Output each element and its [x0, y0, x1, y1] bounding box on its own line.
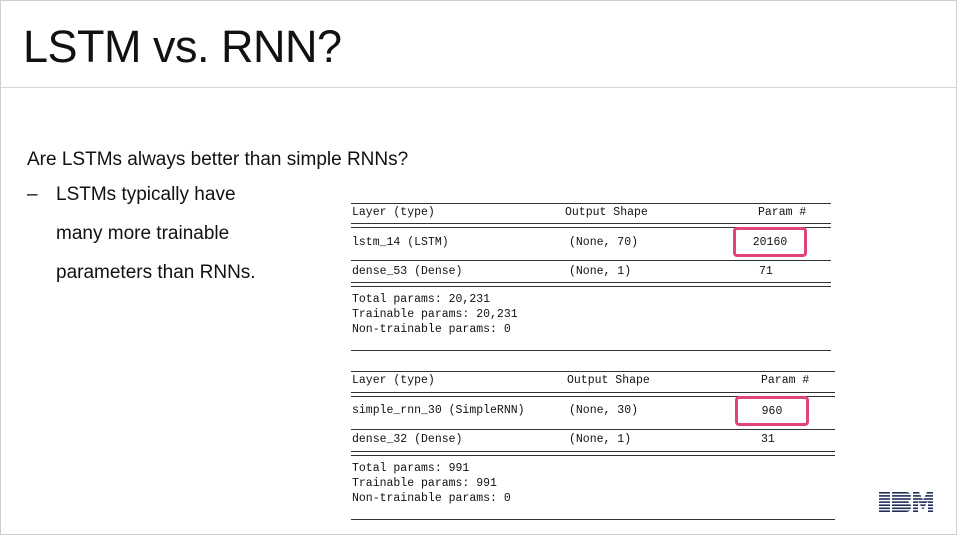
row-separator [351, 429, 835, 430]
summary-body-rule [351, 282, 831, 287]
question-text: Are LSTMs always better than simple RNNs… [27, 149, 409, 170]
row-output-shape: (None, 1) [569, 265, 632, 278]
slide-title: LSTM vs. RNN? [23, 21, 342, 72]
summary-body-rule [351, 451, 835, 456]
row-layer-name: dense_32 (Dense) [352, 433, 463, 446]
row-output-shape: (None, 70) [569, 236, 639, 249]
header-param-count: Param # [758, 206, 807, 219]
summary-top-rule [351, 371, 835, 372]
header-output-shape: Output Shape [567, 374, 650, 387]
summary-header-rule [351, 392, 835, 397]
highlight-box-lstm-params: 20160 [733, 227, 807, 257]
bullet-line-3: parameters than RNNs. [56, 262, 256, 283]
header-layer-type: Layer (type) [352, 206, 435, 219]
header-layer-type: Layer (type) [352, 374, 435, 387]
row-output-shape: (None, 30) [569, 404, 639, 417]
row-layer-name: dense_53 (Dense) [352, 265, 463, 278]
row-param-count: 960 [761, 404, 783, 418]
row-param-count: 31 [761, 433, 775, 446]
summary-top-rule [351, 203, 831, 204]
row-layer-name: simple_rnn_30 (SimpleRNN) [352, 404, 525, 417]
title-divider [1, 87, 957, 88]
non-trainable-params: Non-trainable params: 0 [352, 492, 511, 505]
summary-bottom-rule [351, 350, 831, 351]
bullet-line-2: many more trainable [56, 223, 230, 244]
row-separator [351, 260, 831, 261]
summary-header-rule [351, 223, 831, 228]
ibm-logo [879, 492, 933, 512]
row-output-shape: (None, 1) [569, 433, 632, 446]
bullet-dash: – [27, 184, 38, 205]
row-layer-name: lstm_14 (LSTM) [352, 236, 449, 249]
total-params: Total params: 20,231 [352, 293, 491, 306]
trainable-params: Trainable params: 20,231 [352, 308, 518, 321]
row-param-count: 71 [759, 265, 773, 278]
row-param-count: 20160 [752, 235, 788, 249]
trainable-params: Trainable params: 991 [352, 477, 497, 490]
non-trainable-params: Non-trainable params: 0 [352, 323, 511, 336]
highlight-box-rnn-params: 960 [735, 396, 809, 426]
header-output-shape: Output Shape [565, 206, 648, 219]
total-params: Total params: 991 [352, 462, 470, 475]
bullet-line-1: LSTMs typically have [56, 184, 236, 205]
summary-bottom-rule [351, 519, 835, 520]
header-param-count: Param # [761, 374, 810, 387]
